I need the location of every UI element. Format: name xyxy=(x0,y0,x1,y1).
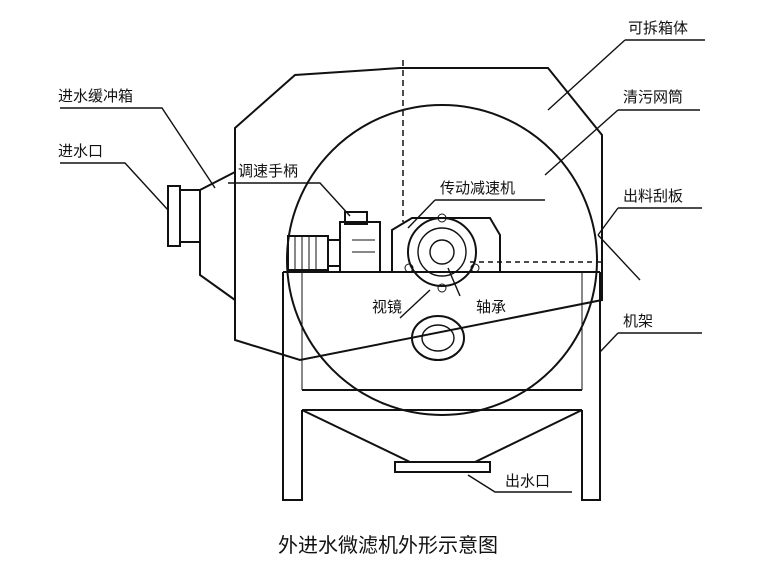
bearing-mid xyxy=(417,227,467,277)
frame-right-leg xyxy=(581,272,601,501)
label-speed-handle: 调速手柄 xyxy=(238,162,298,180)
label-water-outlet: 出水口 xyxy=(505,472,550,490)
leader-sight-glass xyxy=(399,289,431,319)
leader-water-inlet xyxy=(60,162,169,211)
motor-flange xyxy=(327,239,341,267)
water-outlet-pipe xyxy=(394,461,491,473)
bearing-bolt-bottom xyxy=(437,283,447,293)
label-inlet-buffer-box: 进水缓冲箱 xyxy=(58,87,133,105)
label-water-inlet: 进水口 xyxy=(58,142,103,160)
leader-frame xyxy=(599,332,702,353)
leader-cleaning-drum xyxy=(544,109,700,176)
label-cleaning-drum: 清污网筒 xyxy=(623,88,683,106)
bearing-outer xyxy=(407,217,477,287)
water-inlet-flange xyxy=(167,185,181,247)
bearing-bolt-left xyxy=(404,263,414,273)
discharge-scraper xyxy=(597,234,641,281)
outlet-hopper xyxy=(301,409,583,463)
bearing-bolt-right xyxy=(470,263,480,273)
label-discharge-scraper: 出料刮板 xyxy=(623,187,683,205)
label-detachable-housing: 可拆箱体 xyxy=(628,19,688,37)
sight-glass-inner xyxy=(421,324,455,352)
leader-inlet-buffer-box xyxy=(60,107,216,189)
water-inlet-pipe xyxy=(179,189,201,243)
label-sight-glass: 视镜 xyxy=(372,298,402,316)
leader-drive-reducer xyxy=(407,199,545,229)
label-bearing: 轴承 xyxy=(476,298,506,316)
inlet-buffer-box xyxy=(199,171,236,301)
speed-handle-box xyxy=(339,221,381,273)
drum-circle xyxy=(286,104,598,416)
reducer-body xyxy=(391,217,501,273)
sight-glass-outer xyxy=(411,315,465,361)
speed-handle-knob xyxy=(344,211,368,225)
frame-left-leg xyxy=(282,272,303,501)
motor-body xyxy=(287,235,329,271)
housing-outline xyxy=(234,67,603,362)
leader-detachable-housing xyxy=(547,39,705,111)
diagram-caption: 外进水微滤机外形示意图 xyxy=(278,533,498,557)
leader-discharge-scraper xyxy=(597,207,702,236)
leader-bearing xyxy=(447,267,461,297)
label-drive-reducer: 传动减速机 xyxy=(440,179,515,197)
label-frame: 机架 xyxy=(623,312,653,330)
bearing-bolt-top xyxy=(437,213,447,223)
leader-water-outlet xyxy=(467,474,572,493)
leader-speed-handle xyxy=(228,182,351,217)
bearing-inner xyxy=(429,239,455,265)
